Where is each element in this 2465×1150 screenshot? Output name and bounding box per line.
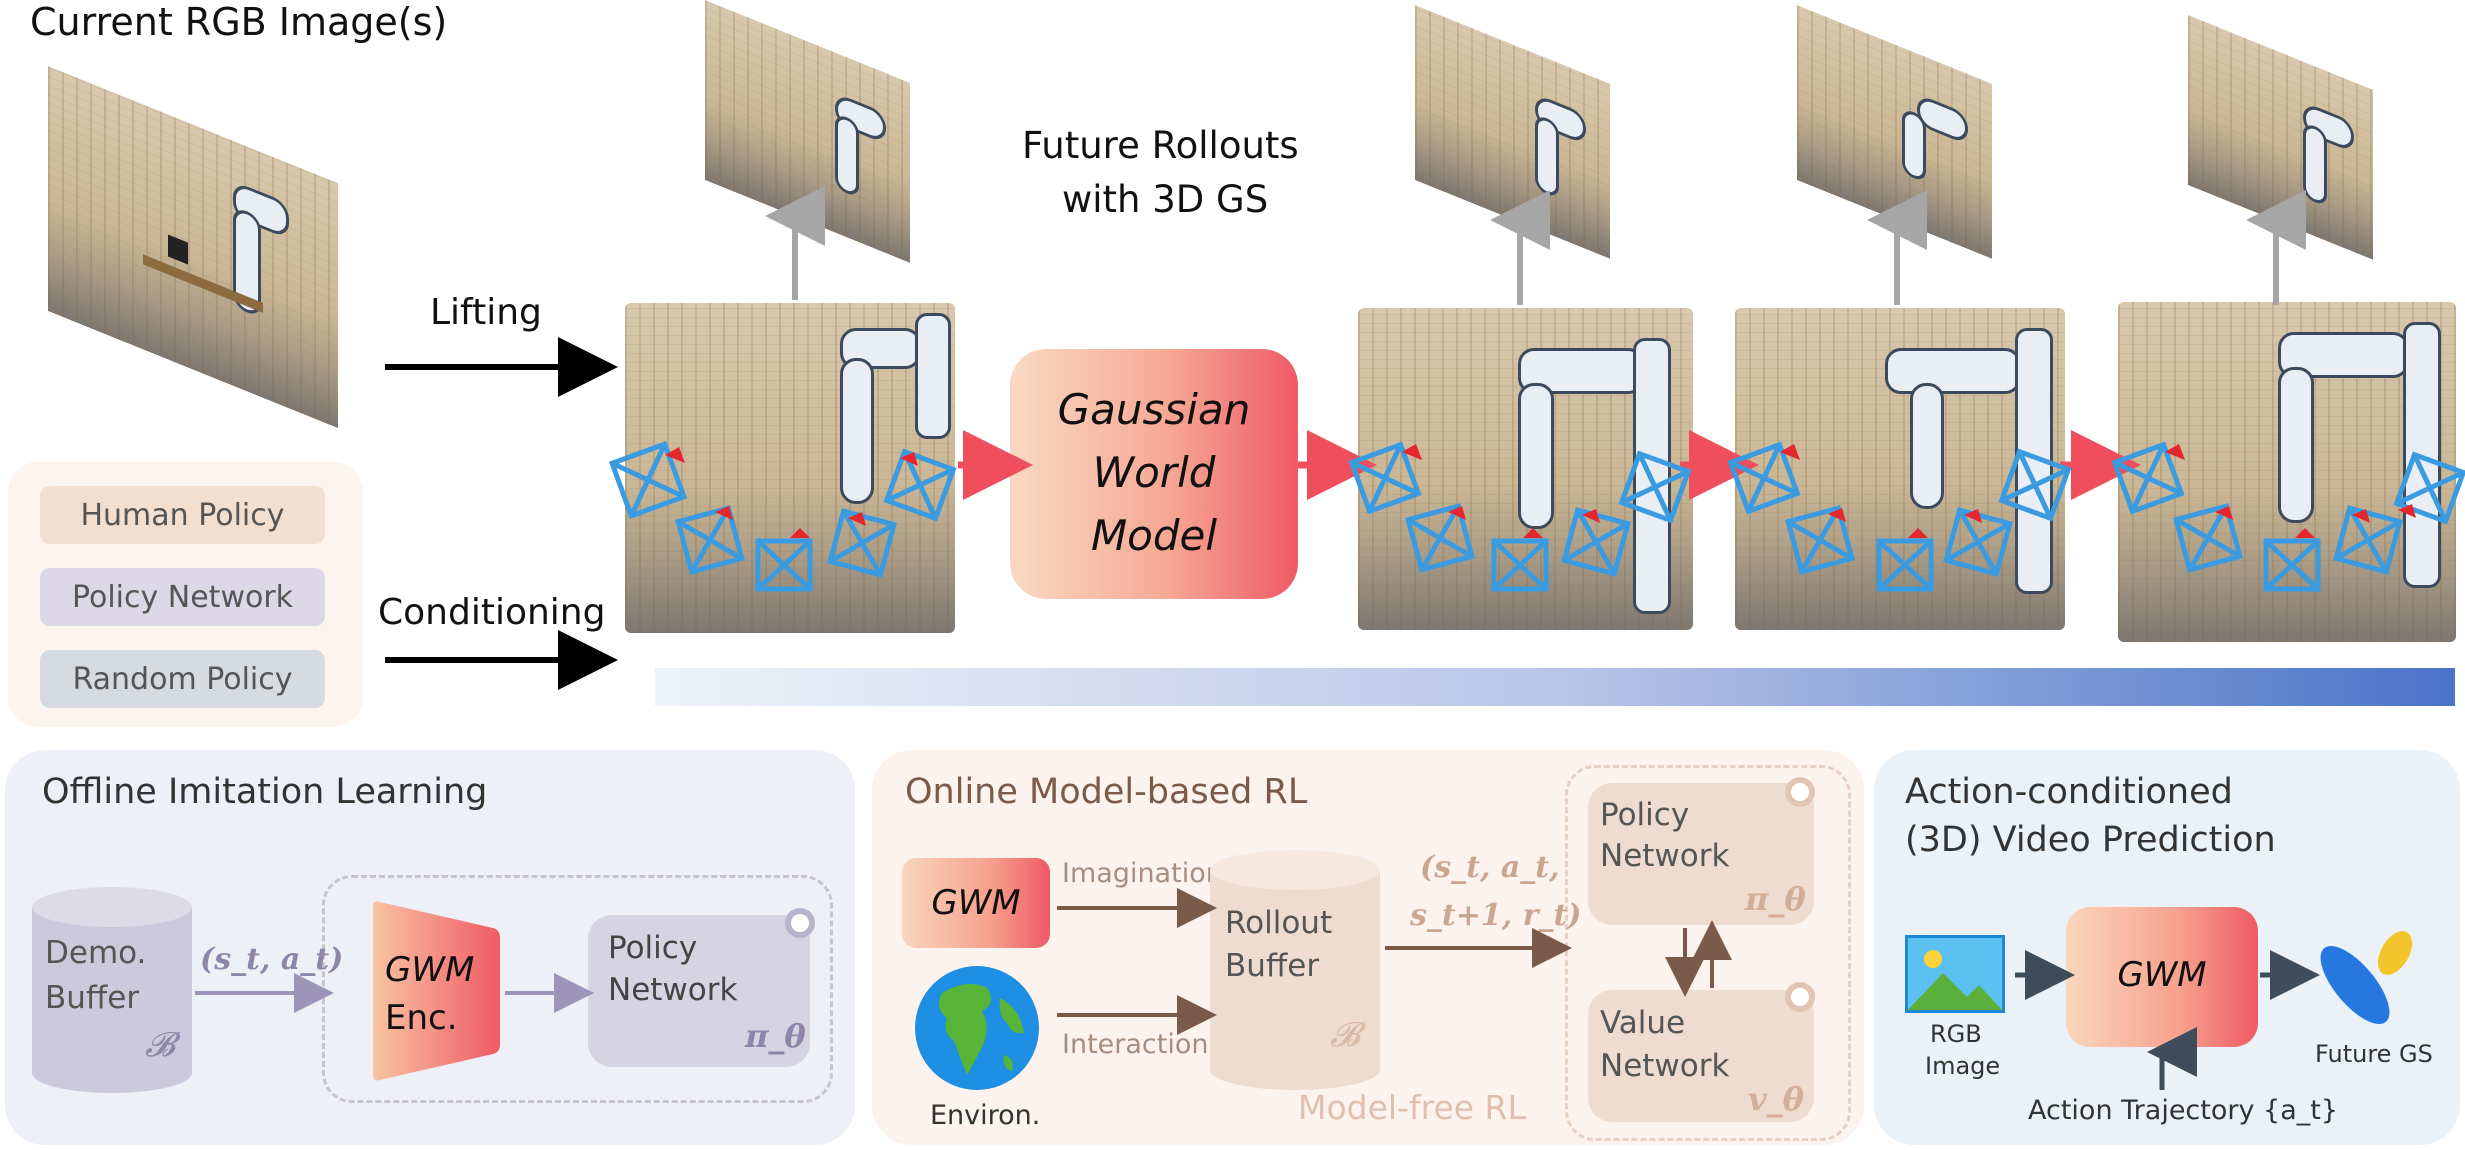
demo-buffer-cylinder [32, 887, 192, 1093]
offline-policy-line2: Network [608, 972, 738, 1008]
model-free-label: Model-free RL [1298, 1088, 1526, 1127]
demo-buffer-line2: Buffer [45, 980, 140, 1016]
gs-scene-1 [625, 303, 955, 633]
online-gwm-box [902, 858, 1050, 948]
encoder-line1: GWM [385, 950, 475, 990]
offline-policy-line1: Policy [608, 930, 698, 966]
environ-label: Environ. [930, 1100, 1041, 1131]
online-policy-box [1588, 783, 1814, 925]
imagination-label: Imagination [1062, 858, 1223, 889]
action-trajectory-label: Action Trajectory {a_t} [2028, 1095, 2339, 1126]
earth-globe-icon [915, 966, 1039, 1090]
video-gwm-box [2066, 907, 2258, 1047]
future-gs-icon [2320, 931, 2413, 1024]
gwm-line1: Gaussian [1057, 385, 1251, 434]
offline-policy-corner [785, 908, 815, 938]
rollout-buffer-symbol: 𝓑 [1330, 1015, 1360, 1055]
rollout-buffer-cylinder [1210, 850, 1380, 1090]
camera-frusta [608, 440, 2465, 592]
value-line2: Network [1600, 1048, 1730, 1084]
online-policy-line2: Network [1600, 838, 1730, 874]
human-policy-pill: Human Policy [40, 486, 325, 544]
time-gradient-bar [655, 668, 2455, 706]
current-rgb-title: Current RGB Image(s) [30, 0, 448, 44]
online-title: Online Model-based RL [905, 772, 1308, 812]
online-policy-symbol: π_θ [1745, 880, 1806, 918]
rgb-image-icon [1905, 935, 2005, 1013]
offline-title: Offline Imitation Learning [42, 772, 488, 812]
gwm-line3: Model [1090, 511, 1218, 560]
video-title-line1: Action-conditioned [1905, 772, 2233, 812]
video-title-line2: (3D) Video Prediction [1905, 820, 2276, 860]
policy-network-pill: Policy Network [40, 568, 325, 626]
future-rollouts-line2: with 3D GS [1062, 178, 1269, 221]
rollout-buffer-line1: Rollout [1225, 905, 1333, 941]
rgb-image-line2: Image [1925, 1052, 2001, 1080]
offline-policy-symbol: π_θ [745, 1017, 806, 1055]
random-policy-pill: Random Policy [40, 650, 325, 708]
value-network-box [1588, 990, 1814, 1122]
conditioning-label: Conditioning [378, 592, 606, 633]
online-gwm-label: GWM [931, 883, 1021, 923]
value-network-corner [1785, 982, 1815, 1012]
gs-scene-2 [1358, 308, 1693, 630]
camera-red-markers [665, 444, 2416, 538]
lifting-label: Lifting [430, 292, 542, 333]
gwm-line2: World [1092, 448, 1216, 497]
demo-buffer-line1: Demo. [45, 935, 147, 971]
gaussian-world-model-box [1010, 349, 1298, 599]
value-symbol: v_θ [1748, 1080, 1804, 1118]
tuple-line1: (s_t, a_t, [1420, 850, 1560, 885]
rgb-image-line1: RGB [1930, 1020, 1982, 1048]
future-gs-label: Future GS [2315, 1040, 2433, 1068]
online-policy-corner [1785, 777, 1815, 807]
offline-transition-label: (s_t, a_t) [200, 942, 344, 977]
video-gwm-label: GWM [2117, 955, 2207, 995]
value-line1: Value [1600, 1005, 1686, 1041]
render-arrows [765, 186, 2306, 305]
demo-buffer-symbol: 𝓑 [145, 1025, 175, 1065]
encoder-line2: Enc. [385, 998, 458, 1038]
rollout-buffer-line2: Buffer [1225, 948, 1320, 984]
future-rollouts-line1: Future Rollouts [1022, 124, 1299, 167]
gwm-encoder-shape [373, 901, 500, 1081]
offline-policy-box [588, 915, 810, 1067]
online-policy-line1: Policy [1600, 797, 1690, 833]
tuple-line2: s_t+1, r_t) [1410, 898, 1582, 933]
